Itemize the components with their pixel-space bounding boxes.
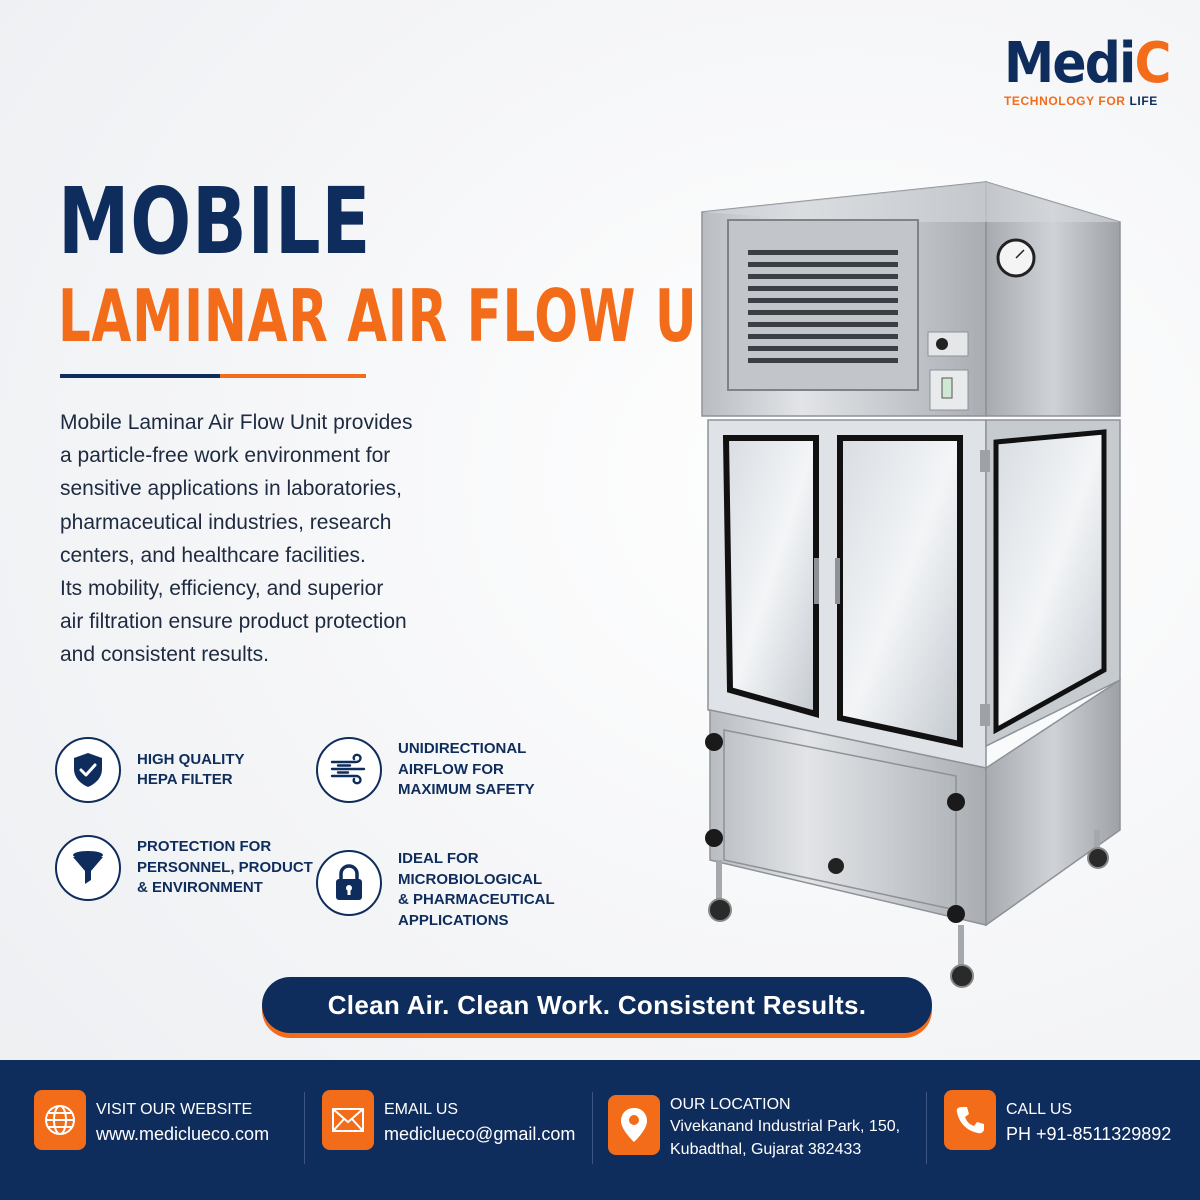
funnel-icon: [55, 835, 121, 901]
footer-separator: [592, 1092, 593, 1164]
phone-number[interactable]: PH +91-8511329892: [1006, 1124, 1172, 1144]
location-address-line: Vivekanand Industrial Park, 150,: [670, 1118, 901, 1135]
logo-tagline: TECHNOLOGY FOR LIFE: [1004, 94, 1174, 108]
logo-tagline-accent: LIFE: [1129, 94, 1158, 108]
logo-tagline-main: TECHNOLOGY FOR: [1004, 94, 1130, 108]
feature-label: IDEAL FOR MICROBIOLOGICAL & PHARMACEUTIC…: [398, 849, 555, 931]
feature-hepa-filter: HIGH QUALITY HEPA FILTER: [55, 737, 245, 803]
description-line: and consistent results.: [60, 643, 269, 667]
description-line: Mobile Laminar Air Flow Unit provides: [60, 411, 413, 434]
location-address-line: Kubadthal, Gujarat 382433: [670, 1141, 862, 1158]
airflow-icon: [316, 737, 382, 803]
feature-applications: IDEAL FOR MICROBIOLOGICAL & PHARMACEUTIC…: [316, 835, 555, 931]
feature-label-line: AIRFLOW FOR: [398, 760, 504, 778]
feature-protection: PROTECTION FOR PERSONNEL, PRODUCT & ENVI…: [55, 835, 313, 901]
phone-icon: [944, 1090, 996, 1150]
email-label: EMAIL US: [384, 1101, 459, 1118]
footer-phone[interactable]: CALL US PH +91-8511329892: [944, 1090, 1171, 1150]
website-link[interactable]: www.mediclueco.com: [96, 1124, 270, 1144]
description-line: a particle-free work environment for: [60, 444, 391, 468]
phone-label: CALL US: [1006, 1101, 1073, 1118]
footer-location: OUR LOCATION Vivekanand Industrial Park,…: [608, 1095, 900, 1161]
feature-label-line: IDEAL FOR: [398, 850, 479, 867]
footer-separator: [926, 1092, 927, 1164]
website-label: VISIT OUR WEBSITE: [96, 1101, 253, 1118]
shield-check-icon: [55, 737, 121, 803]
slogan-banner: Clean Air. Clean Work. Consistent Result…: [262, 977, 932, 1033]
description-line: Its mobility, efficiency, and superior: [60, 577, 384, 601]
feature-label-line: HIGH QUALITY: [137, 750, 245, 768]
feature-unidirectional-airflow: UNIDIRECTIONAL AIRFLOW FOR MAXIMUM SAFET…: [316, 737, 535, 803]
brand-logo: MediC TECHNOLOGY FOR LIFE: [1004, 31, 1174, 109]
feature-label-line: PERSONNEL, PRODUCT: [137, 858, 313, 876]
feature-label-line: MICROBIOLOGICAL: [398, 870, 543, 888]
location-label: OUR LOCATION: [670, 1096, 791, 1113]
laminar-air-flow-unit-image: [701, 180, 1121, 988]
description-line: centers, and healthcare facilities.: [60, 543, 366, 567]
description-line: pharmaceutical industries, research: [60, 510, 392, 534]
logo-wordmark-accent: C: [1134, 31, 1172, 96]
logo-wordmark-main: Medi: [1004, 31, 1136, 96]
headline-divider: [60, 374, 366, 378]
logo-wordmark: MediC: [1004, 31, 1172, 96]
globe-icon: [34, 1090, 86, 1150]
feature-label-line: PROTECTION FOR: [137, 838, 272, 856]
email-link[interactable]: mediclueco@gmail.com: [384, 1124, 576, 1144]
headline-primary: MOBILE: [58, 168, 372, 275]
feature-label-line: & PHARMACEUTICAL: [398, 891, 555, 908]
feature-label-line: & ENVIRONMENT: [137, 879, 263, 897]
location-pin-icon: [608, 1095, 660, 1155]
feature-label: HIGH QUALITY HEPA FILTER: [137, 750, 245, 791]
footer-separator: [304, 1092, 305, 1164]
feature-label-line: HEPA FILTER: [137, 771, 233, 788]
footer-email[interactable]: EMAIL US mediclueco@gmail.com: [322, 1090, 575, 1150]
envelope-icon: [322, 1090, 374, 1150]
slogan-text: Clean Air. Clean Work. Consistent Result…: [327, 989, 867, 1020]
lock-icon: [316, 850, 382, 916]
footer-website[interactable]: VISIT OUR WEBSITE www.mediclueco.com: [34, 1090, 269, 1150]
feature-label-line: APPLICATIONS: [398, 911, 509, 929]
description-line: air filtration ensure product protection: [60, 610, 407, 634]
feature-label: UNIDIRECTIONAL AIRFLOW FOR MAXIMUM SAFET…: [398, 739, 535, 801]
feature-label: PROTECTION FOR PERSONNEL, PRODUCT & ENVI…: [137, 837, 313, 899]
contact-footer: VISIT OUR WEBSITE www.mediclueco.com EMA…: [0, 1060, 1200, 1200]
product-description: Mobile Laminar Air Flow Unit provides a …: [60, 406, 470, 672]
description-line: sensitive applications in laboratories,: [60, 477, 403, 501]
headline-secondary: LAMINAR AIR FLOW UNIT: [58, 274, 797, 358]
feature-label-line: MAXIMUM SAFETY: [398, 781, 535, 799]
feature-label-line: UNIDIRECTIONAL: [398, 740, 527, 758]
